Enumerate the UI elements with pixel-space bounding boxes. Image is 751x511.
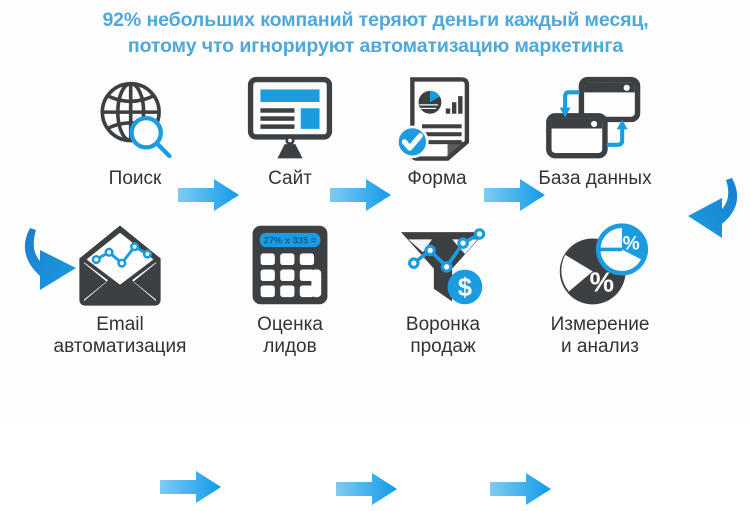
arrow-right-icon: [178, 178, 240, 212]
flow-row-2: Email автоматизация 27% x 335 =: [0, 218, 751, 505]
arrow-right-icon: [490, 472, 552, 506]
curved-arrow-down-right-icon: [18, 226, 102, 300]
flow-node-label: Измерение и анализ: [550, 314, 650, 358]
pie-percent-symbol-blue: %: [623, 233, 640, 254]
curved-arrow-down-left-icon: [660, 176, 746, 248]
flow-node-database[interactable]: База данных: [520, 72, 670, 190]
flow-node-label: Форма: [407, 168, 467, 189]
calculator-display-text: 27% x 335 =: [264, 236, 317, 246]
flow-node-label: Поиск: [108, 168, 162, 189]
calculator-icon: 27% x 335 =: [215, 218, 365, 312]
globe-search-icon: [60, 72, 210, 166]
flow-node-sales-funnel[interactable]: $ Воронка продаж: [368, 218, 518, 359]
flow-node-site[interactable]: Сайт: [215, 72, 365, 190]
arrow-right-icon: [336, 472, 398, 506]
page-title: 92% небольших компаний теряют деньги каж…: [0, 8, 751, 59]
infographic-canvas: 92% небольших компаний теряют деньги каж…: [0, 8, 751, 505]
flow-node-form[interactable]: Форма: [362, 72, 512, 190]
title-line-1: 92% небольших компаний теряют деньги каж…: [102, 9, 649, 31]
envelope-chart-icon: [45, 218, 195, 312]
title-line-2: потому что игнорируют автоматизацию марк…: [127, 34, 624, 57]
database-sync-icon: [520, 72, 670, 166]
flow-node-label: Воронка продаж: [405, 314, 481, 358]
flow-node-lead-scoring[interactable]: 27% x 335 = Оценка лидов: [215, 218, 365, 359]
funnel-dollar-symbol: $: [458, 274, 472, 302]
monitor-webpage-icon: [215, 72, 365, 166]
arrow-right-icon: [160, 470, 222, 504]
flow-row-1: Поиск: [0, 72, 751, 222]
document-check-icon: [362, 72, 512, 166]
flow-node-label: Оценка лидов: [257, 314, 323, 358]
flow-node-label: Сайт: [268, 168, 312, 189]
flow-node-label: База данных: [538, 168, 652, 189]
flow-node-measurement-analysis[interactable]: % % Измерение и анализ: [525, 218, 675, 359]
flow-node-search[interactable]: Поиск: [60, 72, 210, 190]
pie-chart-percent-icon: % %: [525, 218, 675, 312]
flow-node-label: Email автоматизация: [53, 314, 187, 358]
flow-node-email-automation[interactable]: Email автоматизация: [45, 218, 195, 359]
arrow-right-icon: [330, 178, 392, 212]
funnel-dollar-icon: $: [368, 218, 518, 312]
arrow-right-icon: [484, 178, 546, 212]
